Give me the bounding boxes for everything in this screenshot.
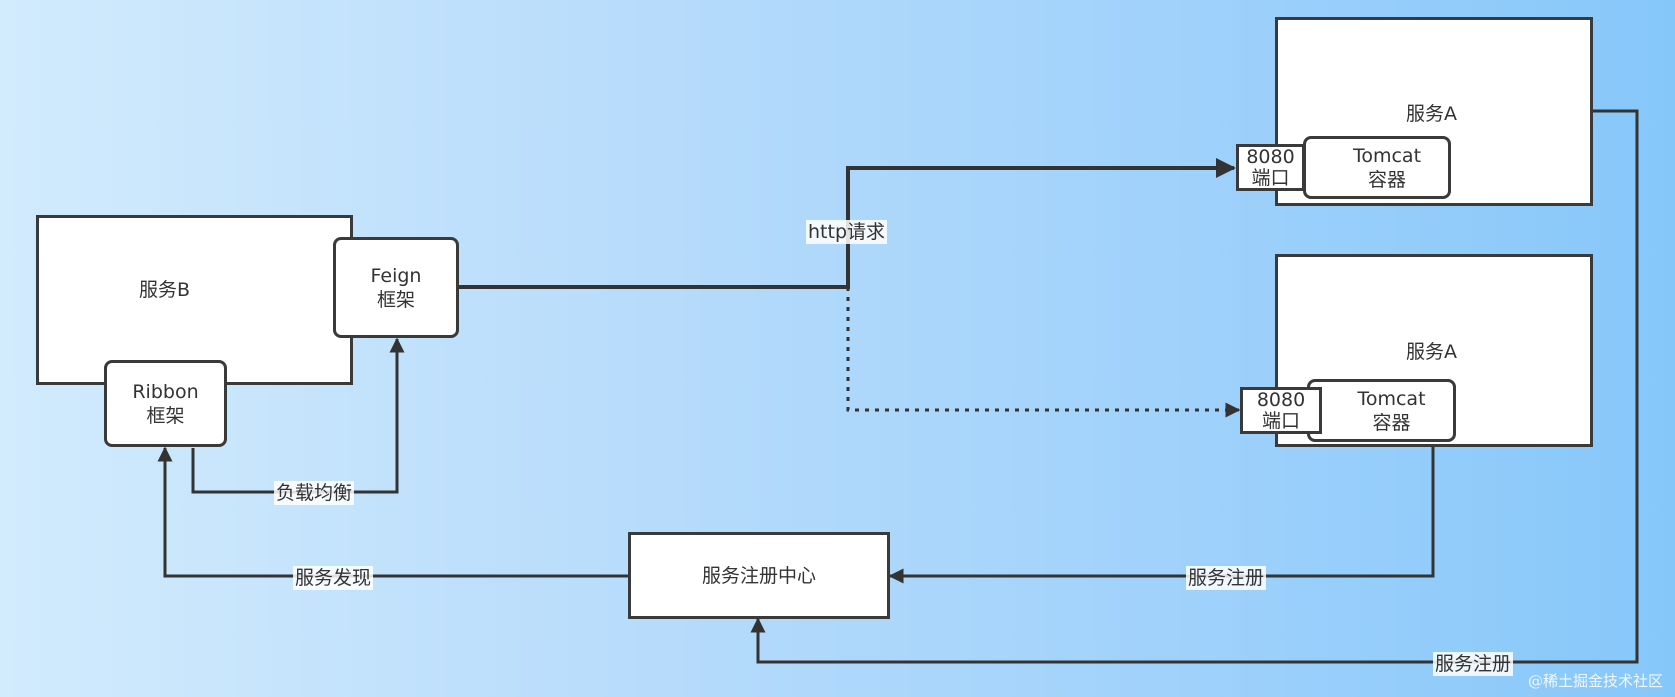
service-a-bottom-tomcat-label-2: 容器 xyxy=(1372,411,1411,434)
service-a-bottom-port-label-1: 8080 xyxy=(1256,388,1306,411)
register-edge-2 xyxy=(750,109,1639,664)
feign-label-2: 框架 xyxy=(376,288,415,311)
service-a-top-tomcat-label-1: Tomcat xyxy=(1352,144,1422,167)
service-a-top-port-label-1: 8080 xyxy=(1246,145,1295,168)
service-a-bottom-port: 8080 端口 xyxy=(1240,387,1322,434)
service-a-bottom-port-label-2: 端口 xyxy=(1261,409,1300,432)
ribbon-label-2: 框架 xyxy=(146,404,185,427)
ribbon-label-1: Ribbon xyxy=(132,380,199,403)
feign-box: Feign 框架 xyxy=(333,237,459,338)
service-a-top-title: 服务A xyxy=(1406,103,1457,125)
service-a-bottom-tomcat-label-1: Tomcat xyxy=(1357,387,1426,410)
register-edge-1 xyxy=(888,447,1435,584)
feign-label-1: Feign xyxy=(370,264,422,287)
ribbon-box: Ribbon 框架 xyxy=(104,360,227,447)
http-request-dashed-edge xyxy=(846,287,1241,418)
service-a-top-tomcat: Tomcat 容器 xyxy=(1303,136,1451,199)
service-discovery-label: 服务发现 xyxy=(293,566,374,590)
service-a-top-port-label-2: 端口 xyxy=(1251,166,1290,189)
watermark: @稀土掘金技术社区 xyxy=(1527,672,1663,690)
service-a-top-tomcat-label-2: 容器 xyxy=(1367,168,1406,191)
load-balance-label: 负载均衡 xyxy=(274,481,355,505)
registry-box: 服务注册中心 xyxy=(628,532,890,619)
register-label-1: 服务注册 xyxy=(1186,566,1267,590)
http-request-label: http请求 xyxy=(806,220,888,244)
register-label-2: 服务注册 xyxy=(1433,652,1514,676)
service-discovery-edge xyxy=(157,446,630,578)
service-a-bottom-tomcat: Tomcat 容器 xyxy=(1307,379,1456,442)
service-a-top-port: 8080 端口 xyxy=(1236,144,1305,191)
service-a-bottom-title: 服务A xyxy=(1406,341,1457,363)
service-b-title: 服务B xyxy=(138,279,191,301)
registry-title: 服务注册中心 xyxy=(701,564,816,587)
